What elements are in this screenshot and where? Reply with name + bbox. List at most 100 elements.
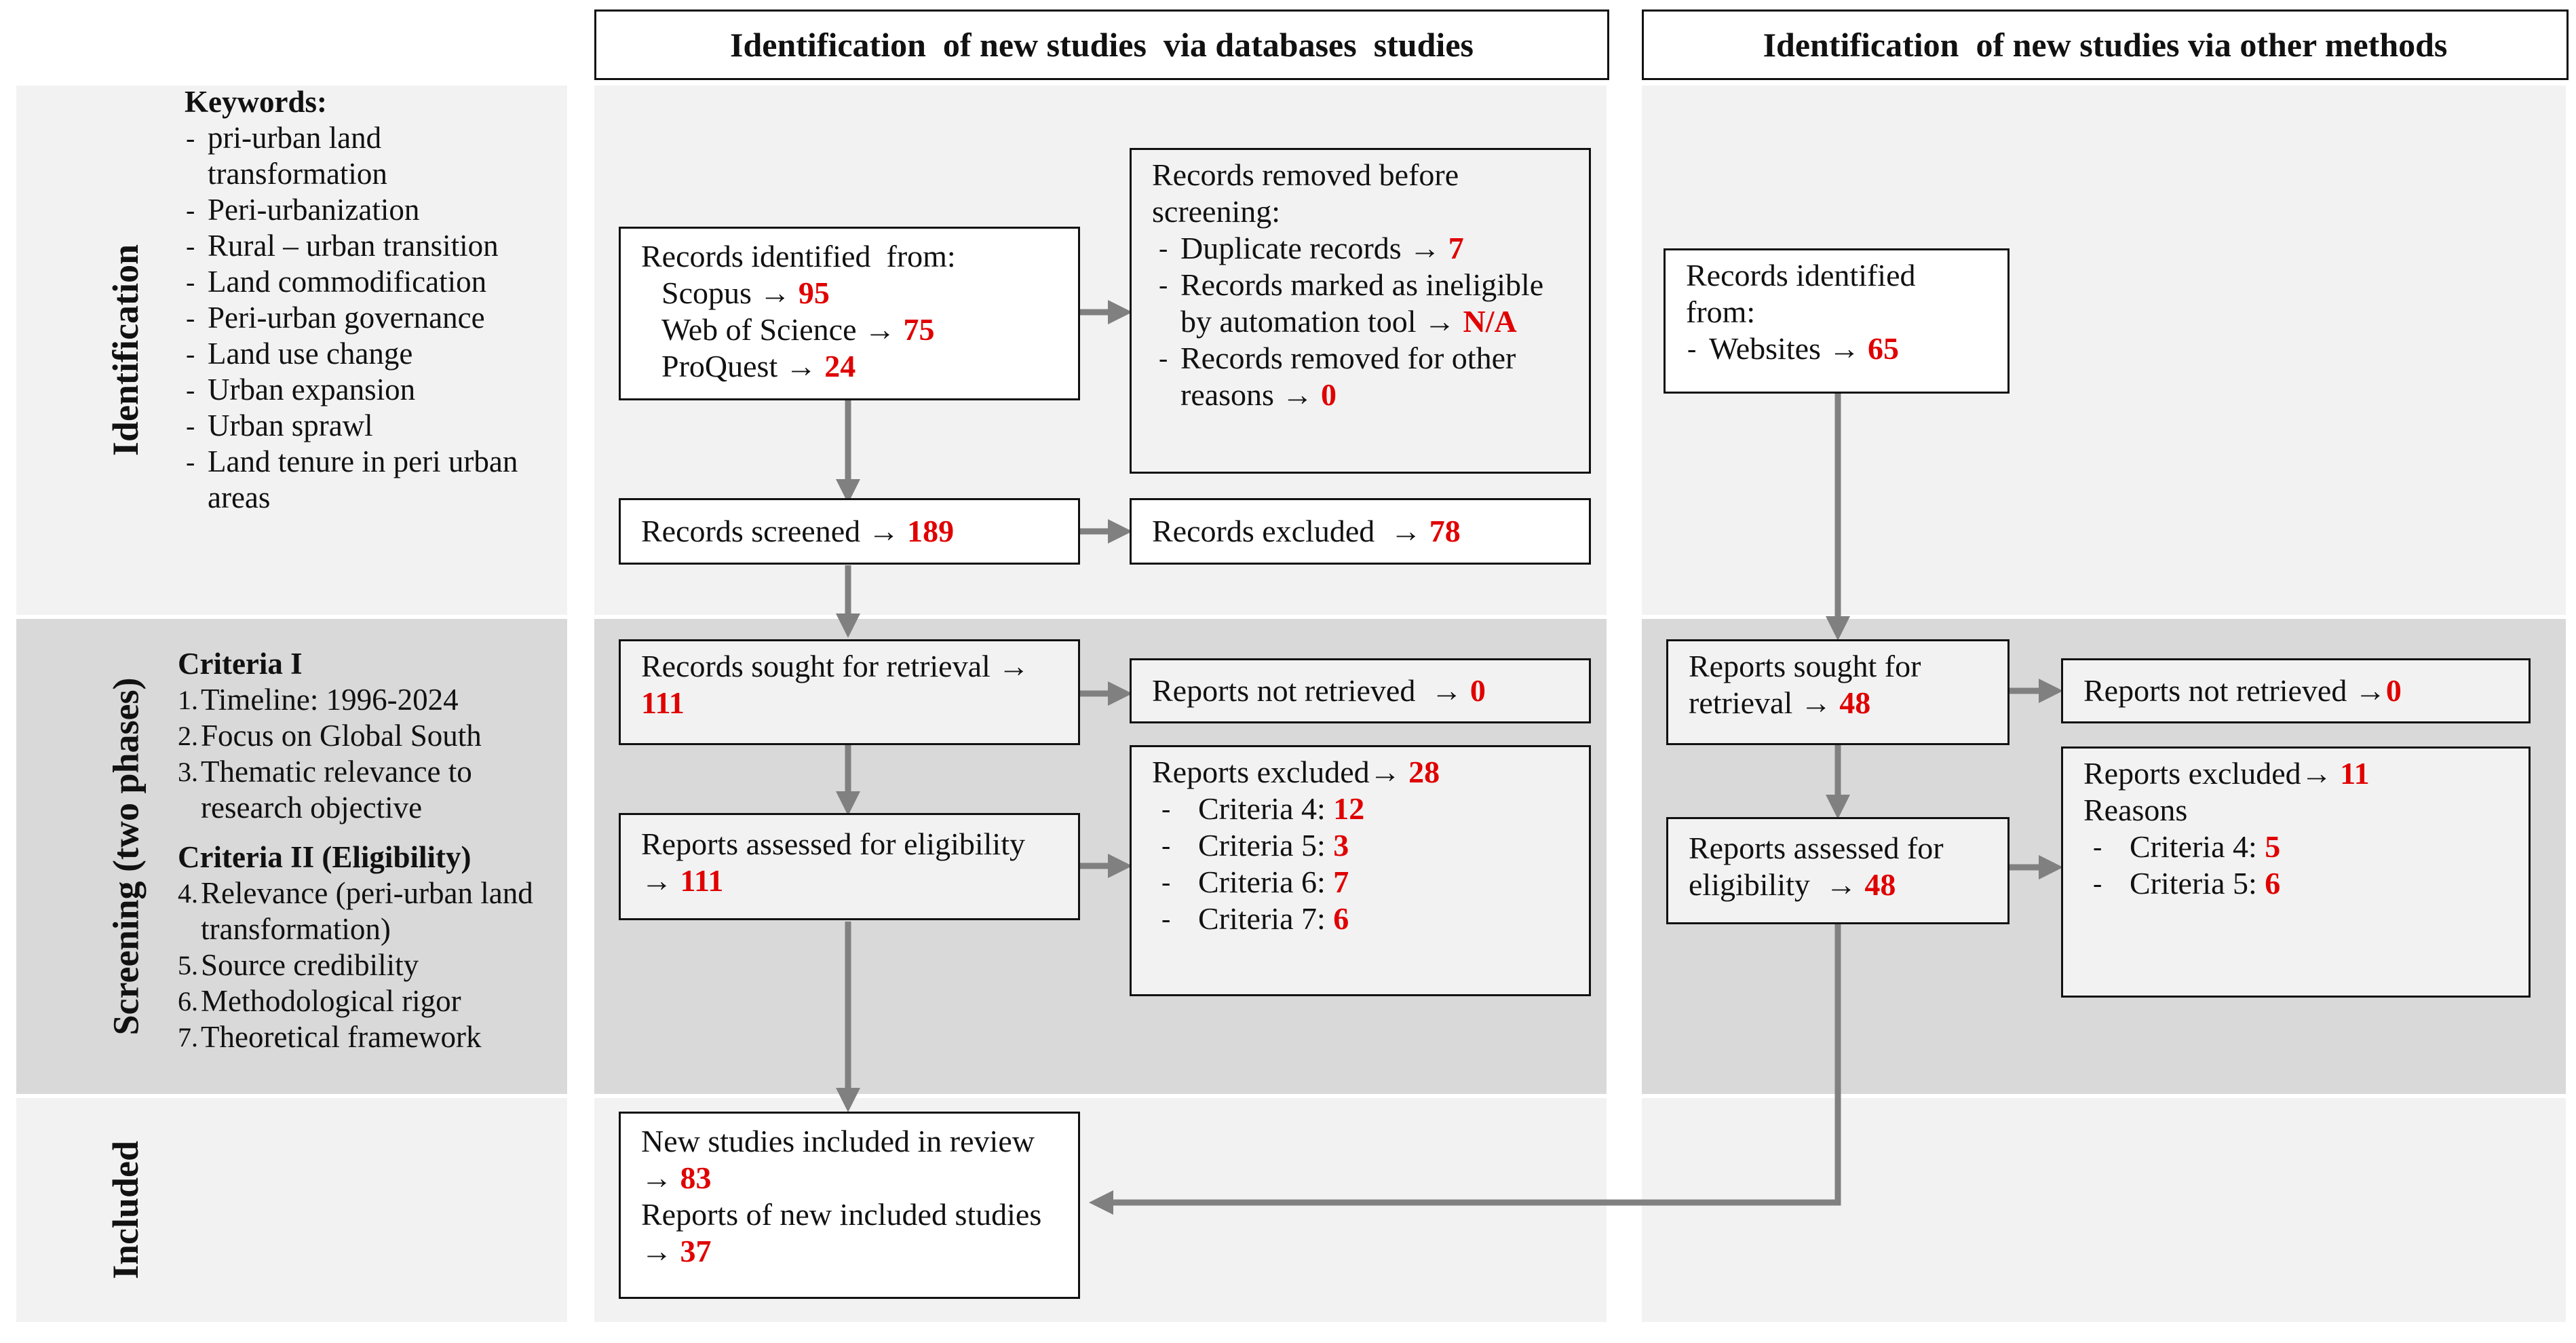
- source-label: ProQuest: [661, 349, 786, 383]
- other-reports-excluded-title: Reports excluded→ 11: [2083, 755, 2508, 792]
- other-identified-title: Records identified from:: [1686, 258, 1916, 329]
- websites-label: Websites: [1709, 331, 1829, 366]
- source-proquest: ProQuest → 24: [661, 348, 1058, 385]
- criteria-panel: [16, 619, 567, 1094]
- exclusion-item: Criteria 4: 5: [2092, 829, 2508, 865]
- removed-label: Records removed for other reasons: [1180, 341, 1516, 412]
- included-left-panel: [16, 1098, 567, 1322]
- included-studies-value: 83: [680, 1160, 712, 1195]
- exclusion-item: Criteria 5: 6: [2092, 865, 2508, 902]
- arrow-glyph: →: [1369, 755, 1401, 789]
- keyword-item: Land commodification: [185, 264, 564, 300]
- records-identified-title: Records identified from:: [641, 239, 956, 273]
- other-sought-text: Reports sought for retrieval → 48: [1689, 648, 1987, 721]
- included-studies-box: New studies included in review → 83 Repo…: [619, 1112, 1080, 1299]
- arrow-glyph: →: [1424, 304, 1456, 339]
- other-assessed-label: Reports assessed for eligibility: [1689, 831, 1952, 902]
- criteria-1-title: Criteria I: [178, 647, 303, 681]
- not-retrieved-label: Reports not retrieved: [1152, 673, 1431, 708]
- records-screened-text: Records screened → 189: [641, 513, 954, 550]
- other-included-panel: [1642, 1098, 2566, 1322]
- keyword-item: pri-urban land transformation: [185, 120, 564, 192]
- other-reports-excluded-value: 11: [2340, 756, 2370, 791]
- arrow-glyph: →: [1282, 377, 1313, 412]
- included-reports-text: Reports of new included studies → 37: [641, 1196, 1058, 1270]
- arrow-glyph: →: [1409, 231, 1441, 265]
- other-assessed-value: 48: [1864, 867, 1896, 902]
- arrow-glyph: →: [868, 514, 900, 548]
- reports-excluded-label: Reports excluded: [1152, 755, 1370, 789]
- screened-label: Records screened: [641, 514, 868, 548]
- other-reports-assessed-box: Reports assessed for eligibility → 48: [1666, 817, 2010, 924]
- websites-value: 65: [1867, 331, 1899, 366]
- criteria-item: 3.Thematic relevance to research objecti…: [178, 754, 564, 826]
- records-sought-box: Records sought for retrieval → 111: [619, 639, 1080, 745]
- exclusion-value: 6: [2265, 866, 2281, 901]
- exclusion-item: Criteria 5: 3: [1160, 827, 1569, 864]
- keyword-item: Rural – urban transition: [185, 228, 564, 264]
- keyword-item: Peri-urban governance: [185, 300, 564, 336]
- other-reports-excluded-box: Reports excluded→ 11 Reasons Criteria 4:…: [2061, 746, 2531, 998]
- exclusion-value: 6: [1333, 901, 1349, 936]
- removed-item: Records removed for other reasons → 0: [1157, 340, 1569, 413]
- criteria-item: 2.Focus on Global South: [178, 718, 564, 754]
- other-reports-sought-box: Reports sought for retrieval → 48: [1666, 639, 2010, 745]
- screened-value: 189: [907, 514, 955, 548]
- header-other-text: Identification of new studies via other …: [1763, 26, 2448, 64]
- criteria-text: Source credibility: [201, 948, 419, 982]
- removed-item: Duplicate records → 7: [1157, 230, 1569, 267]
- not-retrieved-value: 0: [1469, 673, 1486, 708]
- exclusion-label: Criteria 7:: [1198, 901, 1334, 936]
- removed-label: Duplicate records: [1180, 231, 1410, 265]
- arrow-glyph: →: [641, 1160, 672, 1195]
- other-sought-label: Reports sought for retrieval: [1689, 649, 1921, 720]
- source-label: Web of Science: [661, 312, 864, 347]
- included-studies-label: New studies included in review: [641, 1124, 1050, 1158]
- criteria-item: 6.Methodological rigor: [178, 983, 564, 1019]
- reports-excluded-value: 28: [1408, 755, 1440, 789]
- criteria-text: Thematic relevance to research objective: [201, 755, 472, 825]
- criteria-text: Timeline: 1996-2024: [201, 683, 459, 717]
- records-removed-list: Duplicate records → 7 Records marked as …: [1157, 230, 1569, 413]
- other-records-identified-box: Records identified from: Websites → 65: [1664, 248, 2010, 394]
- criteria-number: 7.: [178, 1022, 198, 1053]
- criteria-number: 4.: [178, 878, 198, 909]
- keywords-block: Keywords: pri-urban land transformation …: [185, 84, 564, 516]
- records-screened-box: Records screened → 189: [619, 498, 1080, 565]
- source-web-of-science: Web of Science → 75: [661, 311, 1058, 348]
- reports-excluded-box: Reports excluded→ 28 Criteria 4: 12 Crit…: [1130, 745, 1591, 996]
- arrow-glyph: →: [641, 863, 672, 898]
- included-reports-value: 37: [680, 1234, 712, 1268]
- exclusion-label: Criteria 5:: [1198, 828, 1334, 863]
- sought-value: 111: [641, 685, 685, 720]
- criteria-block: Criteria I 1.Timeline: 1996-2024 2.Focus…: [178, 646, 564, 1055]
- records-excluded-text: Records excluded → 78: [1152, 513, 1461, 550]
- other-reports-excluded-label: Reports excluded: [2083, 756, 2301, 791]
- reports-assessed-text: Reports assessed for eligibility → 111: [641, 826, 1058, 899]
- keyword-item: Urban sprawl: [185, 408, 564, 444]
- criteria-text: Theoretical framework: [201, 1020, 482, 1054]
- excluded-value: 78: [1429, 514, 1461, 548]
- criteria-2-title: Criteria II (Eligibility): [178, 840, 472, 874]
- source-value: 75: [903, 312, 935, 347]
- reports-excluded-title: Reports excluded→ 28: [1152, 754, 1569, 791]
- other-not-retrieved-text: Reports not retrieved →0: [2083, 673, 2402, 709]
- keyword-item: Land use change: [185, 336, 564, 372]
- reports-not-retrieved-box: Reports not retrieved → 0: [1130, 658, 1591, 723]
- other-not-retrieved-value: 0: [2385, 673, 2402, 708]
- included-reports-label: Reports of new included studies: [641, 1197, 1042, 1232]
- other-sought-value: 48: [1839, 685, 1871, 720]
- criteria-1-list: 1.Timeline: 1996-2024 2.Focus on Global …: [178, 682, 564, 826]
- header-other-methods: Identification of new studies via other …: [1642, 10, 2569, 80]
- keywords-title: Keywords:: [185, 85, 327, 119]
- exclusion-value: 5: [2265, 829, 2281, 864]
- criteria-text: Relevance (peri-urban land transformatio…: [201, 876, 533, 946]
- excluded-label: Records excluded: [1152, 514, 1391, 548]
- criteria-item: 4.Relevance (peri-urban land transformat…: [178, 875, 564, 947]
- criteria-item: 5.Source credibility: [178, 947, 564, 983]
- exclusion-item: Criteria 7: 6: [1160, 901, 1569, 937]
- criteria-item: 7.Theoretical framework: [178, 1019, 564, 1055]
- source-value: 95: [798, 276, 830, 310]
- removed-value: 7: [1448, 231, 1464, 265]
